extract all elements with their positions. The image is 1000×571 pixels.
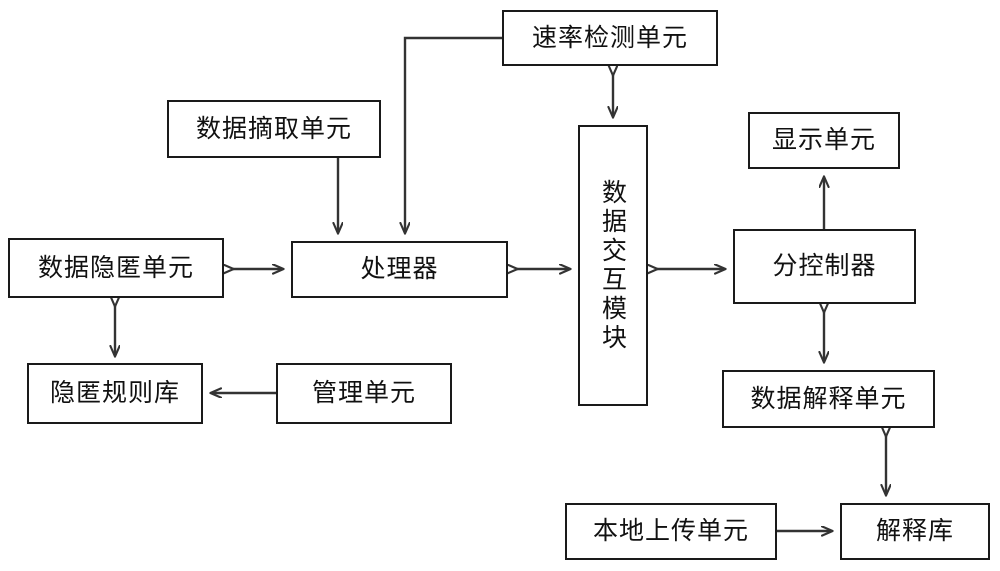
node-label: 管理单元 [311,378,416,408]
node-label: 解释库 [875,516,954,546]
node-label: 数据解释单元 [750,383,907,413]
node-display-unit[interactable]: 显示单元 [748,112,900,169]
node-interpretation-library[interactable]: 解释库 [840,503,990,560]
connector-speed-to-processor [405,36,502,233]
node-data-interaction-module[interactable]: 数据交互模块 [578,125,648,406]
node-label: 处理器 [360,254,439,284]
node-data-concealment-unit[interactable]: 数据隐匿单元 [8,238,224,298]
node-data-interpretation-unit[interactable]: 数据解释单元 [722,370,935,428]
node-management-unit[interactable]: 管理单元 [276,363,452,424]
node-label: 数据隐匿单元 [37,252,194,282]
node-label: 数据摘取单元 [195,113,352,143]
node-label: 显示单元 [771,125,876,155]
node-label: 数据交互模块 [598,178,628,353]
node-processor[interactable]: 处理器 [291,241,508,298]
node-label: 速率检测单元 [531,22,688,52]
node-label: 隐匿规则库 [49,378,180,408]
node-speed-detection-unit[interactable]: 速率检测单元 [502,10,718,66]
node-data-extraction-unit[interactable]: 数据摘取单元 [167,100,381,158]
node-concealment-rule-library[interactable]: 隐匿规则库 [27,363,203,424]
node-sub-controller[interactable]: 分控制器 [733,229,916,304]
node-label: 分控制器 [772,251,877,281]
node-label: 本地上传单元 [592,516,749,546]
node-local-upload-unit[interactable]: 本地上传单元 [565,503,777,560]
